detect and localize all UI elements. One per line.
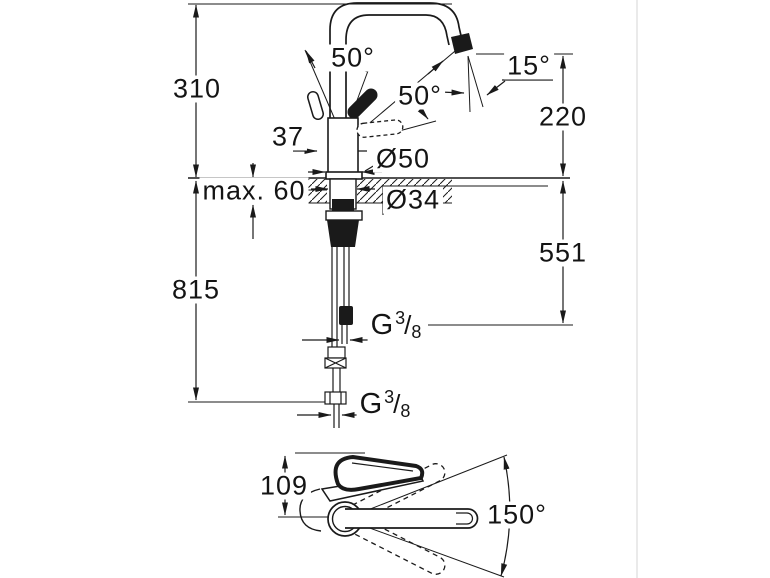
dim-swivel-range: 150° [484,501,550,529]
handle-top-view [333,454,425,492]
dim-handle-angle-right: 50° [395,82,445,110]
dim-handle-offset: 37 [268,123,308,151]
dim-height-above-deck: 310 [169,75,225,103]
faucet-spout [329,2,473,118]
spout-swivel-positions [352,463,446,575]
dim-handle-angle-left: 50° [328,44,378,72]
spout-top-view [345,508,479,529]
mounting-hardware [324,178,363,428]
dim-total-height: 815 [168,276,224,304]
faucet-handle [307,88,404,138]
dim-body-depth: 109 [256,472,312,500]
aerator-tip [451,33,473,54]
dim-base-diameter: Ø50 [372,145,434,173]
dim-supply-length: 551 [535,239,591,267]
faucet-body [325,117,363,180]
dim-spout-tip-angle: 15° [504,52,554,80]
dim-spout-clearance: 220 [535,103,591,131]
dim-max-deck-thickness: max. 60 [199,177,309,205]
dim-mounting-hole-diameter: Ø34 [382,186,444,214]
top-view [278,452,511,578]
